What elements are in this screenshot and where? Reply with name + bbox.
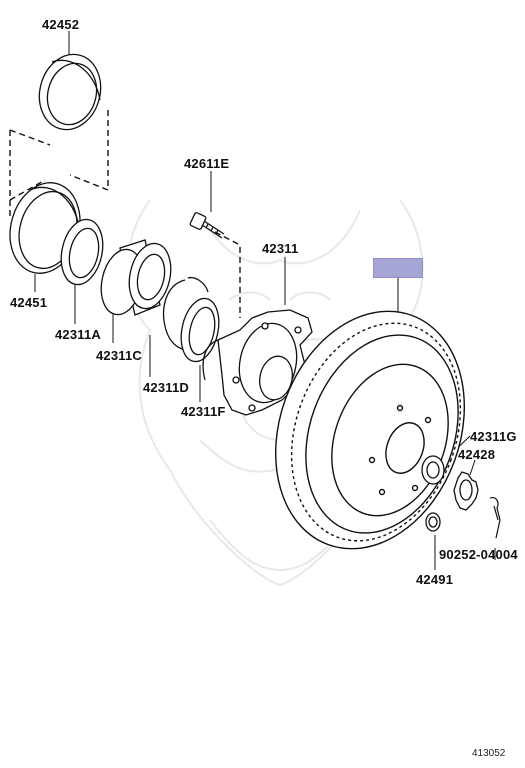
label-42311F[interactable]: 42311F (181, 404, 226, 419)
label-42611E[interactable]: 42611E (184, 156, 230, 171)
bearing-ring-42311A (60, 218, 104, 286)
oil-seal-42452 (38, 53, 102, 131)
label-42311G[interactable]: 42311G (470, 429, 517, 444)
nut-lock-cap-42428 (453, 471, 479, 511)
cotter-pin-90252 (489, 497, 501, 539)
hub-bolt-42611E (189, 212, 225, 239)
label-42451[interactable]: 42451 (10, 295, 48, 310)
bearing-ring-42311F (180, 297, 220, 363)
hub-nut-42311G (421, 455, 445, 485)
hub-bearing-42311C (100, 239, 172, 316)
label-42428[interactable]: 42428 (458, 447, 496, 462)
disc-rotor (274, 310, 466, 550)
label-42311[interactable]: 42311 (262, 241, 299, 256)
label-42491[interactable]: 42491 (416, 572, 454, 587)
label-42311A[interactable]: 42311A (55, 327, 102, 342)
dashed-guides (9, 110, 241, 318)
label-42311C[interactable]: 42311C (96, 348, 143, 363)
label-42452[interactable]: 42452 (42, 17, 80, 32)
label-90252-04004[interactable]: 90252-04004 (439, 547, 518, 562)
axle-hub-42311 (202, 309, 313, 416)
label-42311D[interactable]: 42311D (143, 380, 190, 395)
grease-cap-42491 (425, 512, 441, 532)
diagram-reference-number: 413052 (472, 748, 506, 759)
highlighted-part-box[interactable] (373, 258, 423, 278)
